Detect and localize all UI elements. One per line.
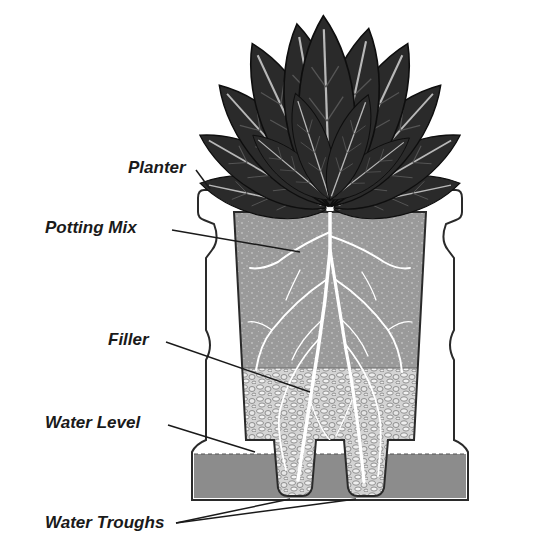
part-label: Water Level [45,413,140,433]
part-label: Potting Mix [45,218,137,238]
water-reservoir [194,454,466,498]
pot-contents [220,205,440,508]
inner-pot [234,212,426,496]
part-label: Water Troughs [45,513,164,533]
part-label: Filler [108,330,149,350]
water-level-line [194,453,466,454]
roots [248,212,412,482]
leader-lines [166,170,356,523]
part-label: Planter [128,158,186,178]
planter-body [192,190,468,500]
plant-leaves [189,15,471,229]
